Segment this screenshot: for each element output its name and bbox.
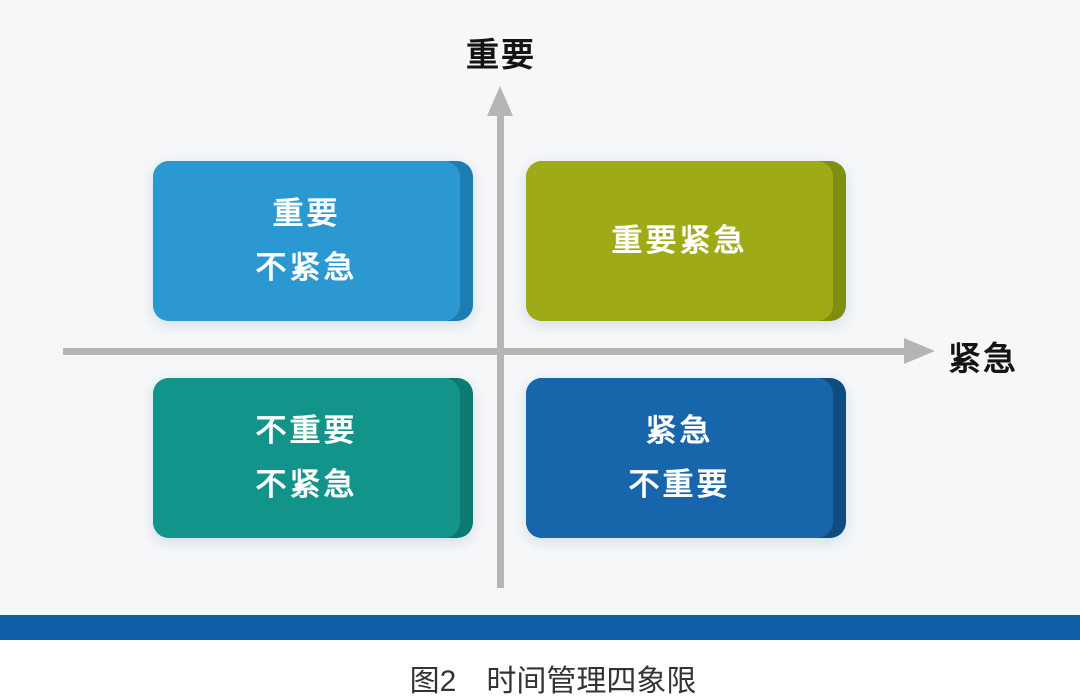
quadrant-not-important-not-urgent: 不重要 不紧急 [153, 378, 473, 538]
figure-number: 图2 [409, 665, 457, 698]
x-axis-label: 紧急 [948, 340, 1018, 377]
quadrant-text-line: 紧急 [645, 413, 714, 448]
figure-title: 时间管理四象限 [486, 665, 697, 698]
figure-caption: 图2 时间管理四象限 [0, 656, 1080, 699]
quadrant-text-line: 重要 [272, 196, 341, 231]
y-axis-arrowhead-icon [487, 86, 513, 116]
divider-bar [0, 615, 1080, 640]
x-axis-arrowhead-icon [904, 338, 935, 364]
quadrant-face: 不重要 不紧急 [153, 378, 460, 538]
y-axis-label: 重要 [466, 36, 536, 73]
quadrant-text-line: 重要紧急 [611, 223, 748, 258]
quadrant-text-line: 不重要 [628, 467, 731, 502]
x-axis-line [63, 348, 906, 355]
quadrant-diagram: 重要 紧急 重要 不紧急 重要紧急 不重要 不紧急 紧急 [63, 36, 1018, 588]
quadrant-text-line: 不紧急 [255, 467, 358, 502]
quadrant-face: 紧急 不重要 [526, 378, 833, 538]
quadrant-text-line: 不紧急 [255, 250, 358, 285]
quadrant-urgent-not-important: 紧急 不重要 [526, 378, 846, 538]
quadrant-important-not-urgent: 重要 不紧急 [153, 161, 473, 321]
quadrant-face: 重要紧急 [526, 161, 833, 321]
quadrant-face: 重要 不紧急 [153, 161, 460, 321]
quadrant-important-urgent: 重要紧急 [526, 161, 846, 321]
quadrant-text-line: 不重要 [255, 413, 358, 448]
